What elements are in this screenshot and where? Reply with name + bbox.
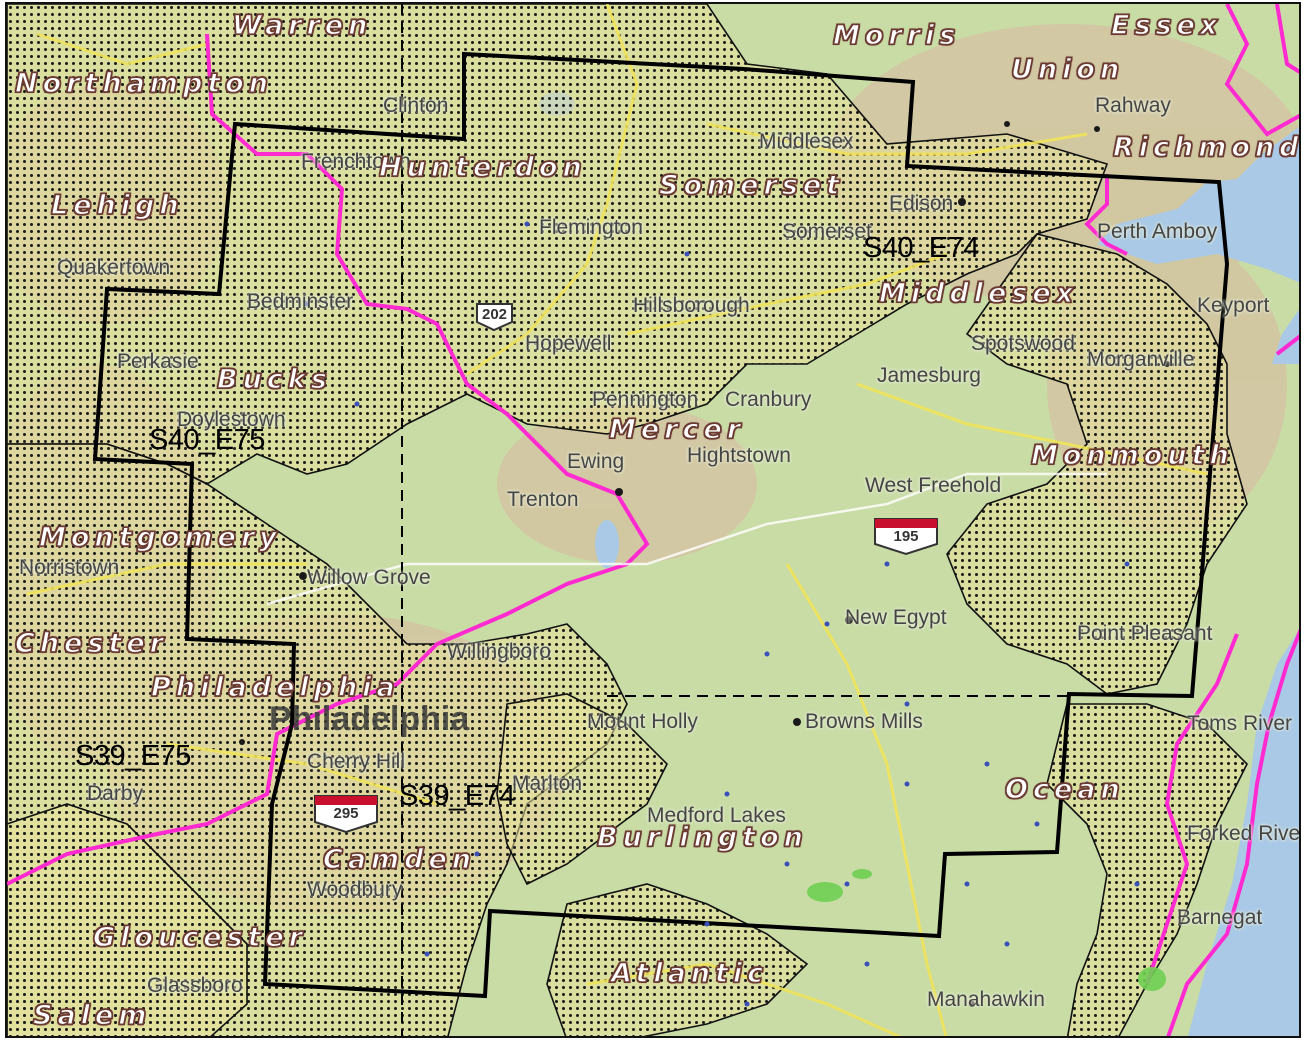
place-label: Pennington	[592, 388, 699, 411]
place-label: Forked River	[1187, 822, 1301, 845]
county-label: Bucks	[216, 363, 332, 395]
tile-label: S39_E75	[75, 740, 191, 772]
county-label: Essex	[1110, 9, 1223, 41]
place-dots	[239, 121, 1170, 1007]
place-label: Woodbury	[307, 878, 403, 901]
place-label: Browns Mills	[805, 710, 923, 733]
county-label: Gloucester	[92, 921, 308, 953]
place-label: Medford Lakes	[647, 804, 786, 827]
tile-label: S39_E74	[399, 780, 515, 812]
county-label: Lehigh	[50, 189, 184, 221]
county-label: Union	[1010, 53, 1125, 85]
place-label: West Freehold	[865, 474, 1002, 497]
county-label: Somerset	[658, 169, 845, 201]
place-label: Perkasie	[117, 350, 199, 373]
place-label: New Egypt	[845, 606, 947, 629]
county-label: Monmouth	[1030, 439, 1234, 471]
county-label: Salem	[32, 999, 152, 1031]
state-border	[7, 4, 1299, 1036]
place-label: Hopewell	[525, 332, 612, 355]
place-label: Frenchtown	[301, 150, 411, 173]
county-label: Middlesex	[878, 277, 1079, 309]
place-label: Somerset	[782, 220, 872, 243]
county-label: Morris	[832, 19, 961, 51]
place-label: Edison	[889, 192, 954, 215]
place-label: Bedminster	[247, 290, 354, 313]
place-label: Clinton	[383, 94, 449, 117]
county-label: Chester	[14, 627, 168, 659]
place-label: Cranbury	[725, 388, 812, 411]
place-label: Flemington	[539, 216, 643, 239]
place-label: Glassboro	[147, 974, 243, 997]
place-label: Point Pleasant	[1077, 622, 1213, 645]
tile-label: S40_E75	[149, 424, 265, 456]
city-label: Philadelphia	[269, 700, 470, 738]
county-label: Philadelphia	[150, 671, 400, 703]
study-area-dots	[7, 4, 1248, 1036]
shield-shapes	[314, 303, 938, 834]
county-label: Montgomery	[38, 521, 282, 553]
map-canvas[interactable]	[7, 4, 1301, 1038]
place-label: Marlton	[512, 772, 583, 795]
county-label: Camden	[322, 843, 477, 875]
place-label: Mount Holly	[587, 710, 698, 733]
tile-label: S40_E74	[863, 232, 979, 264]
place-label: Cherry Hill	[307, 750, 406, 773]
tile-boundary	[92, 51, 1230, 999]
county-label: Northampton	[14, 67, 273, 99]
place-label: Perth Amboy	[1097, 220, 1218, 243]
county-label: Burlington	[596, 821, 808, 853]
place-label: Darby	[87, 782, 144, 805]
place-label: Willingboro	[447, 640, 551, 663]
tile-dividers	[401, 4, 1069, 1036]
place-label: Jamesburg	[877, 364, 981, 387]
parks	[807, 869, 1166, 991]
county-label: Hunterdon	[378, 151, 587, 183]
place-label: Toms River	[1187, 712, 1293, 735]
place-label: Norristown	[19, 556, 120, 579]
place-label: Hightstown	[687, 444, 791, 467]
place-label: Manahawkin	[927, 988, 1045, 1011]
place-label: Morganville	[1087, 348, 1195, 371]
sample-points	[304, 221, 1140, 1007]
place-label: Rahway	[1095, 94, 1171, 117]
place-label: Middlesex	[759, 130, 854, 153]
place-label: Spotswood	[971, 332, 1075, 355]
place-label: Barnegat	[1177, 906, 1263, 929]
shield-195: 195	[893, 528, 919, 545]
shield-202: 202	[481, 306, 508, 323]
place-label: Trenton	[507, 488, 579, 511]
place-label: Keyport	[1197, 294, 1270, 317]
county-label: Atlantic	[610, 957, 769, 989]
place-label: Doylestown	[177, 408, 286, 431]
map-view[interactable]: Clinton Frenchtown Flemington Bedminster…	[5, 2, 1301, 1038]
place-label: Willow Grove	[307, 566, 431, 589]
highways	[266, 472, 1107, 606]
place-label: Hillsborough	[633, 294, 750, 317]
county-label: Richmond	[1112, 131, 1301, 163]
county-label: Ocean	[1004, 773, 1125, 805]
place-label: Ewing	[567, 450, 625, 473]
place-label: Quakertown	[57, 256, 171, 279]
county-label: Warren	[231, 9, 373, 41]
county-label: Mercer	[608, 413, 746, 445]
shield-295: 295	[333, 805, 359, 822]
